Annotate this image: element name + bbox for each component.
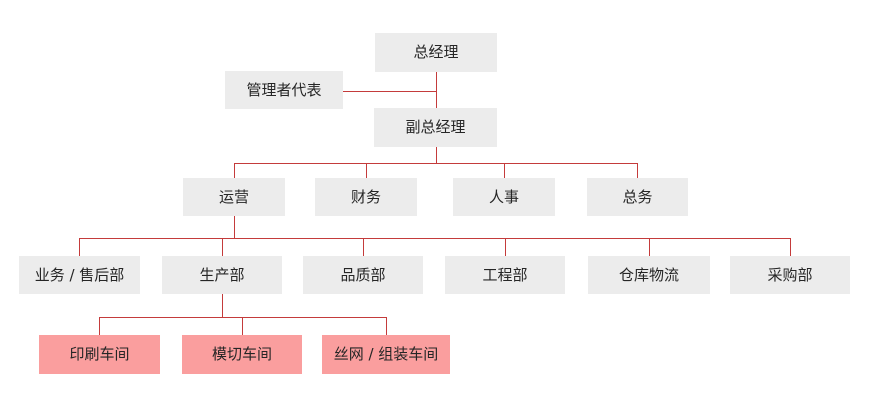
org-connector-line [234, 163, 638, 164]
org-node-purchasing-dept: 采购部 [730, 256, 850, 294]
org-node-general-affairs: 总务 [587, 178, 688, 216]
org-connector-line [637, 163, 638, 179]
org-connector-line [343, 91, 437, 92]
org-connector-line [436, 147, 437, 164]
org-connector-line [234, 163, 235, 179]
org-node-warehouse-logistics: 仓库物流 [588, 256, 710, 294]
org-connector-line [436, 72, 437, 109]
org-connector-line [363, 238, 364, 257]
org-node-production-dept: 生产部 [162, 256, 282, 294]
org-node-engineering-dept: 工程部 [445, 256, 565, 294]
org-connector-line [242, 317, 243, 336]
org-node-sales-aftersales-dept: 业务 / 售后部 [19, 256, 140, 294]
org-node-human-resources: 人事 [453, 178, 555, 216]
org-connector-line [234, 216, 235, 239]
org-node-deputy-general-manager: 副总经理 [374, 108, 497, 147]
org-connector-line [222, 238, 223, 257]
org-connector-line [366, 163, 367, 179]
org-connector-line [99, 317, 100, 336]
org-connector-line [504, 163, 505, 179]
org-connector-line [79, 238, 791, 239]
org-connector-line [790, 238, 791, 257]
org-node-quality-dept: 品质部 [303, 256, 423, 294]
org-node-finance: 财务 [315, 178, 417, 216]
org-node-screen-assembly-workshop: 丝网 / 组装车间 [322, 335, 450, 374]
org-connector-line [99, 317, 387, 318]
org-node-general-manager: 总经理 [375, 33, 497, 72]
org-node-diecutting-workshop: 模切车间 [182, 335, 302, 374]
org-node-management-representative: 管理者代表 [225, 71, 343, 109]
org-connector-line [222, 294, 223, 318]
org-connector-line [79, 238, 80, 257]
org-node-operations: 运营 [183, 178, 285, 216]
org-connector-line [649, 238, 650, 257]
org-connector-line [505, 238, 506, 257]
org-node-printing-workshop: 印刷车间 [39, 335, 160, 374]
org-connector-line [386, 317, 387, 336]
